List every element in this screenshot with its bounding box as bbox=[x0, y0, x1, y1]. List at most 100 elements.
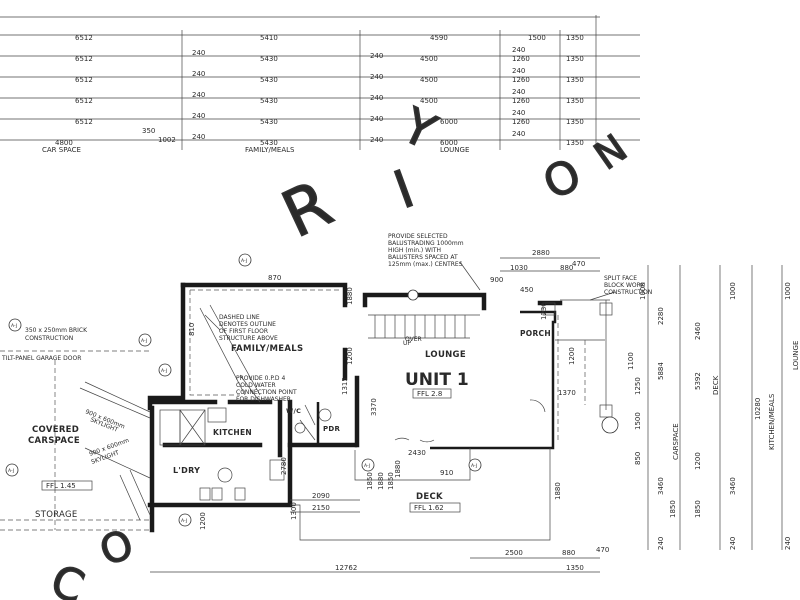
dim-bottom-right-0: 2500 bbox=[505, 549, 523, 557]
dim-right-c1-4: 1850 bbox=[669, 500, 677, 518]
room-lounge: LOUNGE bbox=[425, 350, 466, 360]
dim-r6-7: 240 bbox=[512, 130, 525, 138]
note-water-1: COLD WATER bbox=[236, 382, 276, 389]
dim-r2-1: 240 bbox=[192, 49, 205, 57]
note-garage-door: TILT-PANEL GARAGE DOOR bbox=[1, 355, 81, 362]
top-dimension-table: 6512 5410 4590 1500 1350 6512 240 5430 2… bbox=[0, 15, 640, 154]
dim-r4-7: 1350 bbox=[566, 97, 584, 105]
stair-balustrade bbox=[299, 314, 480, 441]
dim-right-c2-1: 5392 bbox=[694, 372, 702, 390]
dim-r1-0: 6512 bbox=[75, 34, 93, 42]
svg-text:A-J: A-J bbox=[241, 258, 247, 264]
ffl-tags: FFL 2.8 FFL 1.62 FFL 1.45 bbox=[41, 388, 461, 513]
note-water-0: PROVIDE 0.P.D 4 bbox=[236, 375, 285, 382]
dim-r1-3: 1500 bbox=[528, 34, 546, 42]
svg-text:A-J: A-J bbox=[181, 518, 187, 524]
dim-right-c1-3: 3460 bbox=[657, 477, 665, 495]
dim-r1-1: 5410 bbox=[260, 34, 278, 42]
dim-r5-5: 240 bbox=[512, 109, 525, 117]
label-lounge-top: LOUNGE bbox=[440, 146, 469, 154]
dim-bottom-small-5: 1850 bbox=[387, 472, 395, 490]
dim-misc-15: 910 bbox=[440, 469, 453, 477]
dim-r2-6: 1260 bbox=[512, 55, 530, 63]
dim-misc-17: 870 bbox=[268, 274, 281, 282]
dim-r6-1: 350 bbox=[142, 127, 155, 135]
note-over: OVER bbox=[405, 336, 422, 343]
dim-right-top-0: 2880 bbox=[532, 249, 550, 257]
dim-r4-6: 1260 bbox=[512, 97, 530, 105]
dim-misc-8: 850 bbox=[634, 452, 642, 465]
svg-text:A-J: A-J bbox=[471, 463, 477, 469]
room-kitchen: KITCHEN bbox=[213, 428, 252, 437]
dim-r3-4: 4500 bbox=[420, 76, 438, 84]
watermark-letter-r: R bbox=[272, 167, 344, 253]
dim-r4-2: 5430 bbox=[260, 97, 278, 105]
svg-text:A-J: A-J bbox=[8, 468, 14, 474]
watermark-letter-i: I bbox=[387, 160, 422, 222]
dim-r1-4: 1350 bbox=[566, 34, 584, 42]
room-family-meals: FAMILY/MEALS bbox=[231, 344, 303, 354]
dim-right-c3-0: 1000 bbox=[729, 282, 737, 300]
dim-misc-16: 1370 bbox=[558, 389, 576, 397]
note-balustrade-1: BALUSTRADING 1000mm bbox=[388, 240, 464, 247]
dim-r5-3: 240 bbox=[370, 115, 383, 123]
svg-text:A-J: A-J bbox=[141, 338, 147, 344]
dim-misc-6: 1250 bbox=[634, 377, 642, 395]
dim-misc-18: 900 bbox=[490, 276, 503, 284]
note-balustrade-3: BALUSTERS SPACED AT bbox=[388, 254, 458, 261]
dim-right-c3-3: 10280 bbox=[754, 398, 762, 420]
dim-misc-2: 3370 bbox=[370, 398, 378, 416]
room-labels: FAMILY/MEALS KITCHEN LOUNGE UNIT 1 PORCH… bbox=[28, 329, 551, 520]
dim-r4-3: 240 bbox=[370, 94, 383, 102]
ref-marker: A-J bbox=[158, 363, 172, 377]
dim-right-top-2: 1030 bbox=[510, 264, 528, 272]
dim-bottom-small-1: 1850 bbox=[366, 472, 374, 490]
dim-r6-5: 240 bbox=[370, 136, 383, 144]
ref-marker: A-J bbox=[468, 458, 482, 472]
room-ldry: L'DRY bbox=[173, 466, 200, 475]
note-split-face-2: CONSTRUCTION bbox=[604, 289, 652, 296]
dim-r4-4: 4500 bbox=[420, 97, 438, 105]
dim-misc-13: 450 bbox=[520, 286, 533, 294]
room-wc: W/C bbox=[286, 407, 301, 415]
watermark: R I O N Y O C bbox=[43, 97, 635, 600]
dim-r5-7: 1350 bbox=[566, 118, 584, 126]
ref-marker: A-J bbox=[238, 253, 252, 267]
svg-text:A-J: A-J bbox=[161, 368, 167, 374]
dim-r1-2: 4590 bbox=[430, 34, 448, 42]
section-marker bbox=[601, 416, 619, 434]
dim-bottom-mid-1: 2150 bbox=[312, 504, 330, 512]
ref-marker: A-J bbox=[178, 513, 192, 527]
dim-right-c4-1: 240 bbox=[784, 537, 792, 550]
dim-bottom-small-3: 1880 bbox=[394, 460, 402, 478]
note-up: UP bbox=[403, 340, 411, 347]
dim-misc-11: 1300 bbox=[290, 502, 298, 520]
dim-right-label-kitchen: KITCHEN/MEALS bbox=[768, 393, 776, 450]
dim-misc-7: 1500 bbox=[634, 412, 642, 430]
dim-right-c3-1: 3460 bbox=[729, 477, 737, 495]
dim-misc-4: 1880 bbox=[554, 482, 562, 500]
dim-r3-6: 1260 bbox=[512, 76, 530, 84]
dim-r6-3: 240 bbox=[192, 133, 205, 141]
leader-lines bbox=[204, 261, 616, 403]
label-car-space: CAR SPACE bbox=[42, 146, 81, 154]
ffl-carspace: FFL 1.45 bbox=[46, 482, 76, 490]
ref-marker: A-J bbox=[5, 463, 19, 477]
dim-r2-7: 1350 bbox=[566, 55, 584, 63]
column-marker bbox=[407, 289, 419, 301]
room-covered: COVERED bbox=[32, 425, 79, 435]
dim-misc-3: 1315 bbox=[341, 377, 349, 395]
reference-markers: A-J A-J A-J A-J A-J A-J A-J A-J bbox=[5, 253, 619, 527]
svg-text:A-J: A-J bbox=[11, 323, 17, 329]
svg-text:A-J: A-J bbox=[364, 463, 370, 469]
ref-marker: A-J bbox=[138, 333, 152, 347]
dim-right-label-carspace: CARSPACE bbox=[672, 423, 680, 460]
dim-right-c3-2: 240 bbox=[729, 537, 737, 550]
dim-misc-1: 1200 bbox=[346, 347, 354, 365]
right-dimensions: 2880 470 1030 880 1000 2280 5884 3460 18… bbox=[500, 249, 800, 550]
dim-right-top-1: 470 bbox=[572, 260, 585, 268]
dim-r2-4: 4500 bbox=[420, 55, 438, 63]
dim-r2-0: 6512 bbox=[75, 55, 93, 63]
dim-r3-3: 240 bbox=[370, 73, 383, 81]
dim-right-c2-3: 1850 bbox=[694, 500, 702, 518]
